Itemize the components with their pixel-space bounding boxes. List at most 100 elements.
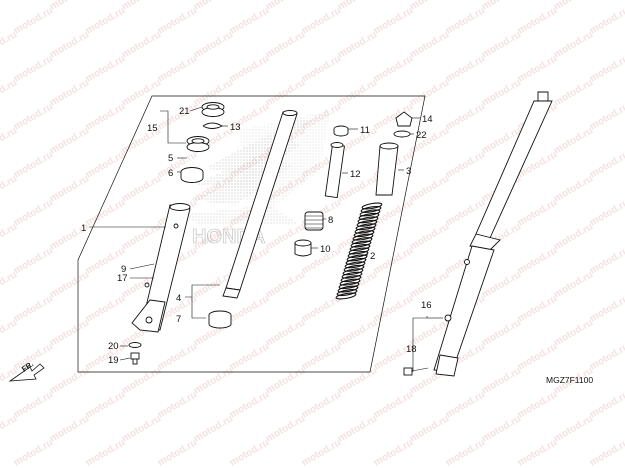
callout-17: 17	[117, 273, 128, 284]
watermark-text: motod.ru	[408, 413, 451, 444]
spring-coil	[344, 261, 366, 269]
watermark-text: motod.ru	[0, 413, 19, 444]
watermark-text: motod.ru	[264, 0, 307, 13]
watermark-text: motod.ru	[192, 0, 235, 13]
callout-10: 10	[320, 244, 331, 255]
watermark-text: motod.ru	[0, 269, 19, 300]
watermark-text: motod.ru	[120, 173, 163, 204]
part-spring-collar	[375, 142, 399, 196]
watermark-text: motod.ru	[516, 293, 559, 324]
watermark-text: motod.ru	[84, 389, 127, 420]
watermark-text: motod.ru	[120, 221, 163, 252]
watermark-text: motod.ru	[408, 0, 451, 13]
watermark-text: motod.ru	[0, 0, 19, 13]
watermark-text: motod.ru	[444, 101, 487, 132]
watermark-text: motod.ru	[336, 29, 379, 60]
watermark-text: motod.ru	[588, 341, 625, 372]
watermark-text: motod.ru	[336, 0, 379, 13]
watermark-text: motod.ru	[480, 77, 523, 108]
spring-coil	[342, 268, 364, 276]
spring-coil	[335, 292, 357, 300]
part-slider-bushing	[180, 167, 204, 183]
spring-coil	[351, 237, 373, 245]
watermark-text: motod.ru	[552, 29, 595, 60]
watermark-text: motod.ru	[156, 341, 199, 372]
watermark-text: motod.ru	[372, 245, 415, 276]
watermark-text: motod.ru	[84, 437, 127, 468]
callout-20: 20	[108, 341, 119, 352]
spring-coil	[352, 233, 374, 241]
watermark-text: motod.ru	[444, 389, 487, 420]
part-fork-spring	[335, 202, 383, 300]
watermark-text: motod.ru	[552, 413, 595, 444]
watermark-text: motod.ru	[192, 413, 235, 444]
watermark-text: motod.ru	[48, 29, 91, 60]
callout-5: 5	[168, 153, 173, 164]
spring-coil	[357, 216, 379, 224]
watermark-text: motod.ru	[192, 29, 235, 60]
part-axle-pinch-bolt	[403, 367, 429, 376]
spring-coil	[361, 202, 383, 210]
watermark-text: motod.ru	[480, 413, 523, 444]
watermark-text: motod.ru	[336, 413, 379, 444]
watermark-text: motod.ru	[84, 293, 127, 324]
watermark-text: motod.ru	[48, 125, 91, 156]
watermark-text: motod.ru	[588, 437, 625, 468]
watermark-text: motod.ru	[552, 269, 595, 300]
callout-2: 2	[370, 251, 375, 262]
watermark-text: motod.ru	[552, 125, 595, 156]
watermark-text: motod.ru	[228, 389, 271, 420]
watermark-text: motod.ru	[516, 53, 559, 84]
spring-coil	[339, 278, 361, 286]
watermark-text: motod.ru	[264, 269, 307, 300]
part-fork-bolt	[395, 111, 413, 127]
watermark-text: motod.ru	[156, 437, 199, 468]
watermark-text: motod.ru	[372, 5, 415, 36]
watermark-text: motod.ru	[588, 293, 625, 324]
part-oil-lock-piece	[294, 239, 312, 257]
watermark-text: motod.ru	[84, 5, 127, 36]
watermark-text: motod.ru	[192, 365, 235, 396]
watermark-text: motod.ru	[516, 197, 559, 228]
leader-lines	[89, 106, 443, 372]
callout-4: 4	[176, 293, 181, 304]
watermark-text: motod.ru	[372, 293, 415, 324]
watermark-text: motod.ru	[552, 77, 595, 108]
spring-coil	[350, 240, 372, 248]
spring-coil	[349, 244, 371, 252]
spring-coil	[336, 289, 358, 297]
watermark-text: motod.ru	[264, 317, 307, 348]
watermark-text: motod.ru	[480, 317, 523, 348]
watermark-text: motod.ru	[12, 341, 55, 372]
watermark-text: motod.ru	[480, 269, 523, 300]
watermark-text: motod.ru	[408, 77, 451, 108]
callout-7: 7	[176, 314, 181, 325]
watermark-text: motod.ru	[228, 53, 271, 84]
watermark-text: motod.ru	[588, 389, 625, 420]
callout-21: 21	[179, 106, 190, 117]
watermark-text: motod.ru	[12, 149, 55, 180]
watermark-text: motod.ru	[84, 197, 127, 228]
callout-3: 3	[406, 166, 411, 177]
watermark-text: motod.ru	[372, 437, 415, 468]
watermark-text: motod.ru	[480, 365, 523, 396]
spring-coil	[355, 223, 377, 231]
diagram-code: MGZ7F1100	[546, 375, 593, 385]
watermark-text: motod.ru	[12, 245, 55, 276]
watermark-text: motod.ru	[120, 0, 163, 13]
watermark-text: motod.ru	[228, 437, 271, 468]
callout-9: 9	[121, 264, 126, 275]
watermark-text: motod.ru	[444, 437, 487, 468]
callout-18: 18	[406, 344, 417, 355]
watermark-text: motod.ru	[156, 5, 199, 36]
part-fork-slider-left	[131, 203, 191, 333]
watermark-text: motod.ru	[588, 5, 625, 36]
spring-coil	[358, 212, 380, 220]
spring-coil	[341, 271, 363, 279]
watermark-text: motod.ru	[264, 365, 307, 396]
spring-coil	[345, 257, 367, 265]
spring-coil	[354, 226, 376, 234]
callout-6: 6	[168, 168, 173, 179]
watermark-text: motod.ru	[48, 269, 91, 300]
